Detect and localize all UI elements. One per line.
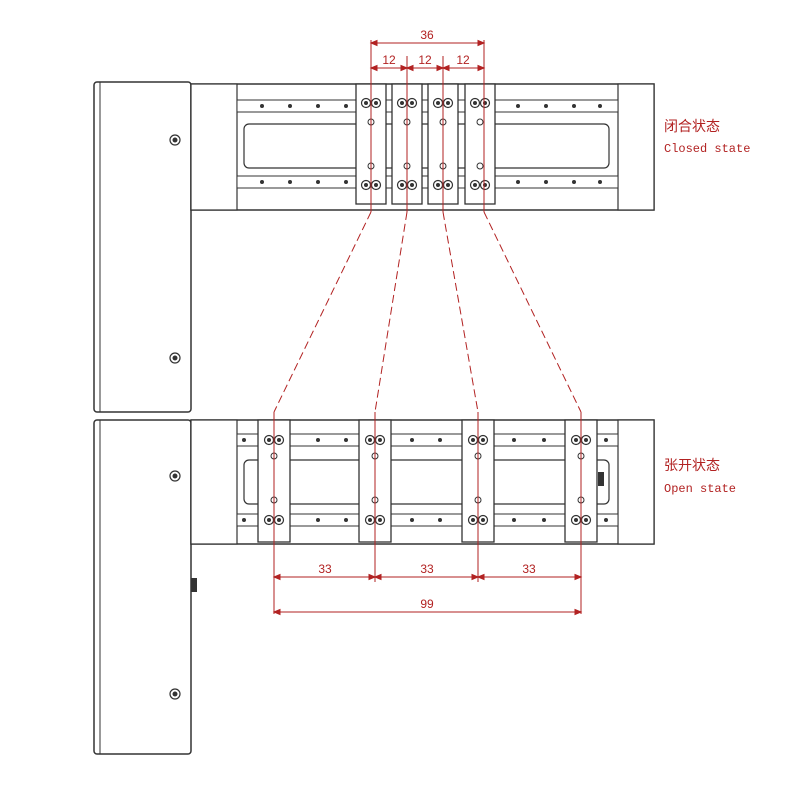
dim-open-gap-3: 33 <box>522 562 536 576</box>
dim-open-gap-1: 33 <box>318 562 332 576</box>
open-state-label-cn: 张开状态 <box>664 458 720 474</box>
dimension-lines <box>272 39 583 616</box>
closed-state-label-cn: 闭合状态 <box>664 119 720 135</box>
dim-closed-gap-2: 12 <box>418 53 432 67</box>
dim-closed-gap-1: 12 <box>382 53 396 67</box>
open-state-label-en: Open state <box>664 482 736 496</box>
dim-open-gap-2: 33 <box>420 562 434 576</box>
motion-lines <box>273 211 582 413</box>
closed-state-label-en: Closed state <box>664 142 750 156</box>
upper-motor-housing <box>93 81 192 413</box>
dim-closed-total: 36 <box>420 28 434 42</box>
lower-motor-housing <box>93 419 197 755</box>
dim-open-total: 99 <box>420 597 434 611</box>
center-lines <box>273 40 582 614</box>
dim-closed-gap-3: 12 <box>456 53 470 67</box>
